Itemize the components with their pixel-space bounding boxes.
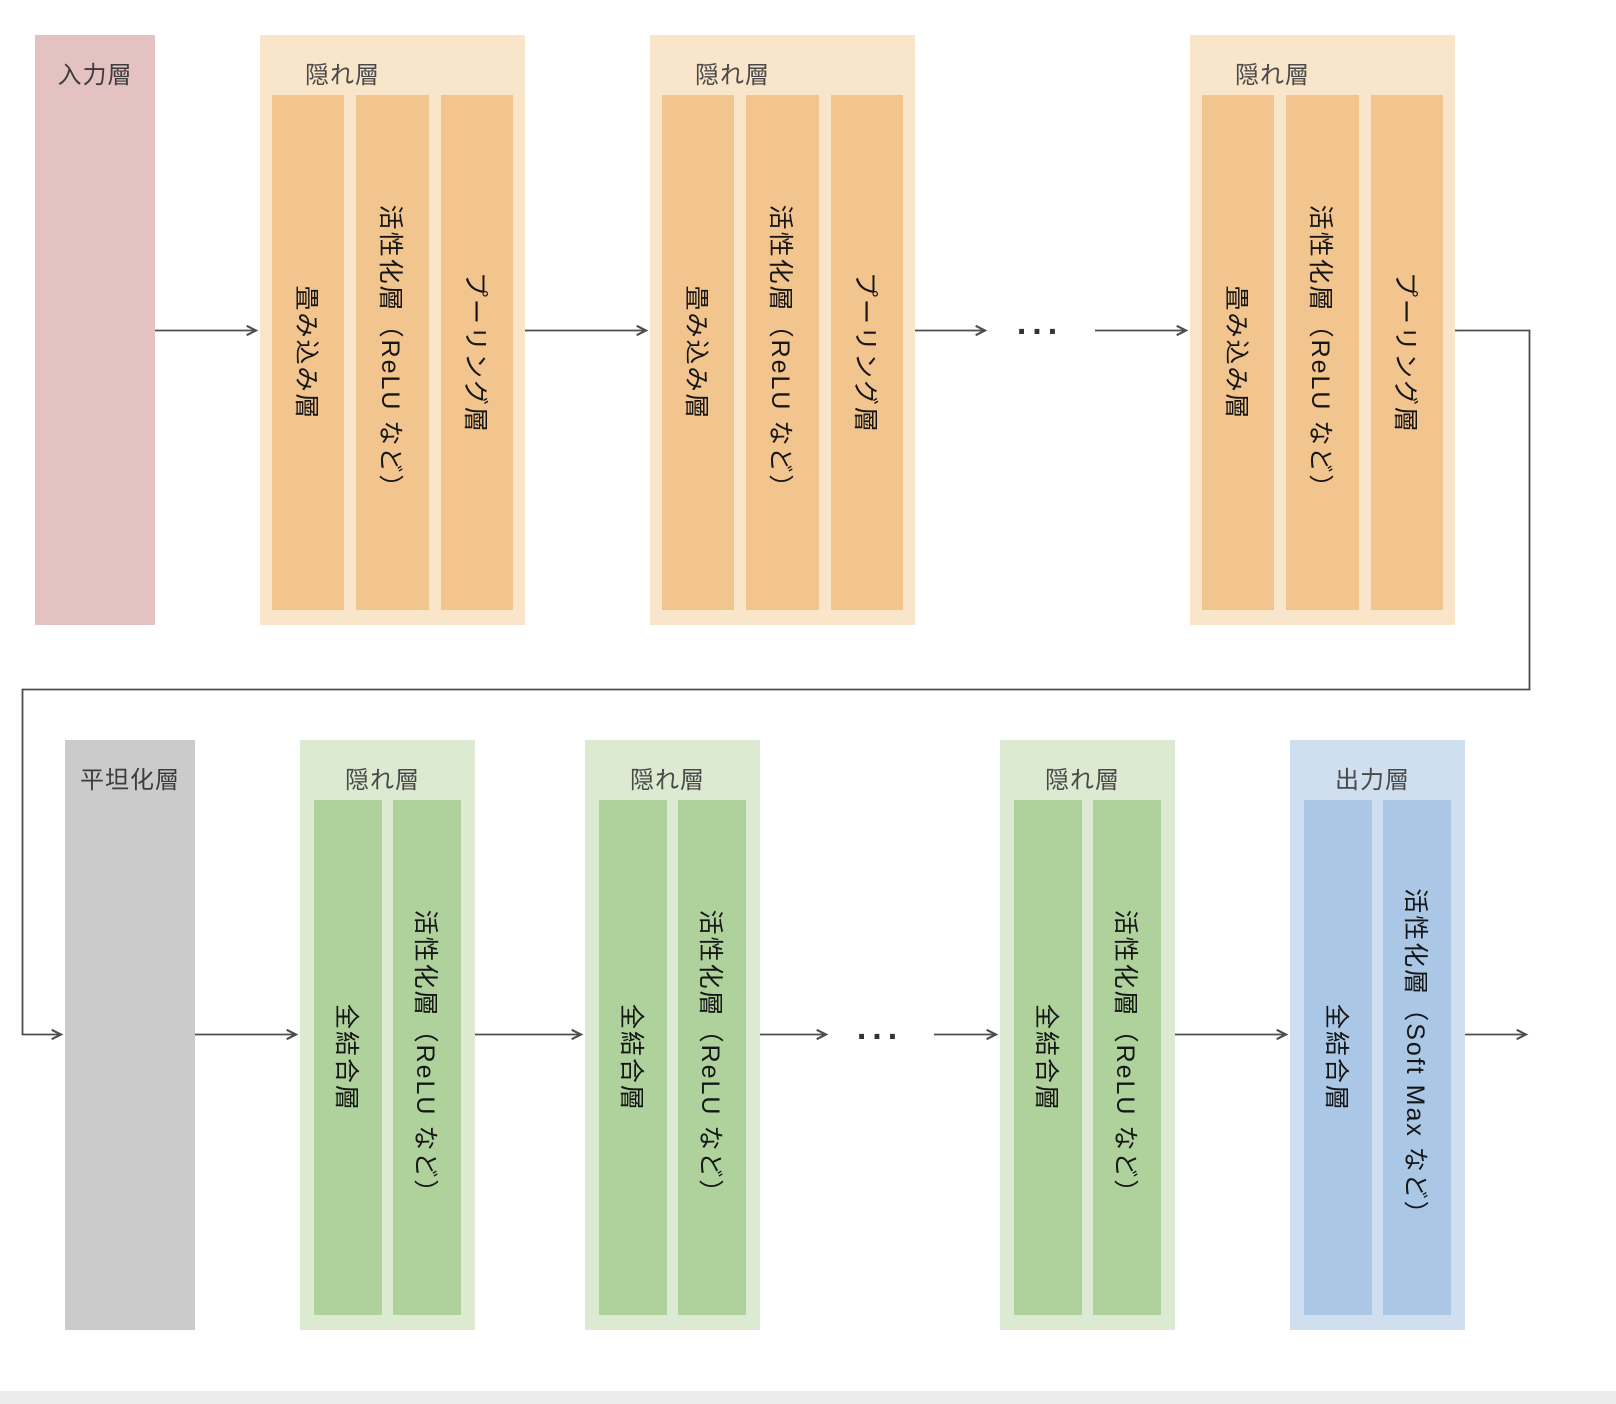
activation-layer-bar: 活性化層（ReLU など） bbox=[1286, 95, 1359, 610]
pooling-layer-bar: プーリング層 bbox=[1370, 95, 1443, 610]
fc-block-bars: 全結合層 活性化層（ReLU など） bbox=[314, 800, 461, 1315]
hidden-layer-label: 隠れ層 bbox=[695, 62, 770, 89]
hidden-layer-label: 隠れ層 bbox=[630, 767, 705, 794]
fc-block-bars: 全結合層 活性化層（ReLU など） bbox=[1014, 800, 1161, 1315]
activation-layer-bar: 活性化層（ReLU など） bbox=[393, 800, 461, 1315]
hidden-fc-block-3: 隠れ層 全結合層 活性化層（ReLU など） bbox=[1000, 740, 1175, 1330]
hidden-layer-label: 隠れ層 bbox=[305, 62, 380, 89]
activation-layer-bar: 活性化層（ReLU など） bbox=[1093, 800, 1161, 1315]
input-layer-bar: 入力層 bbox=[35, 35, 155, 625]
activation-layer-bar: 活性化層（ReLU など） bbox=[746, 95, 819, 610]
hidden-fc-block-1: 隠れ層 全結合層 活性化層（ReLU など） bbox=[300, 740, 475, 1330]
hidden-conv-block-3: 隠れ層 畳み込み層 活性化層（ReLU など） プーリング層 bbox=[1190, 35, 1455, 625]
conv-block-bars: 畳み込み層 活性化層（ReLU など） プーリング層 bbox=[662, 95, 903, 610]
output-layer-label: 出力層 bbox=[1335, 767, 1410, 794]
arrow-wrap-conv3-to-flatten bbox=[21, 329, 1531, 1035]
bottom-row-ellipsis: ... bbox=[856, 1009, 904, 1047]
fully-connected-layer-bar: 全結合層 bbox=[599, 800, 667, 1315]
hidden-layer-label: 隠れ層 bbox=[1045, 767, 1120, 794]
activation-layer-bar: 活性化層（ReLU など） bbox=[678, 800, 746, 1315]
activation-layer-bar: 活性化層（ReLU など） bbox=[356, 95, 429, 610]
conv-block-bars: 畳み込み層 活性化層（ReLU など） プーリング層 bbox=[272, 95, 513, 610]
hidden-fc-block-2: 隠れ層 全結合層 活性化層（ReLU など） bbox=[585, 740, 760, 1330]
flatten-layer-bar: 平坦化層 bbox=[65, 740, 195, 1330]
hidden-layer-label: 隠れ層 bbox=[345, 767, 420, 794]
fully-connected-layer-bar: 全結合層 bbox=[314, 800, 382, 1315]
fc-block-bars: 全結合層 活性化層（ReLU など） bbox=[599, 800, 746, 1315]
softmax-activation-layer-bar: 活性化層（Soft Max など） bbox=[1383, 800, 1451, 1315]
pooling-layer-bar: プーリング層 bbox=[830, 95, 903, 610]
conv-layer-bar: 畳み込み層 bbox=[662, 95, 735, 610]
input-layer-label: 入力層 bbox=[57, 62, 133, 89]
hidden-layer-label: 隠れ層 bbox=[1235, 62, 1310, 89]
conv-layer-bar: 畳み込み層 bbox=[272, 95, 345, 610]
hidden-conv-block-2: 隠れ層 畳み込み層 活性化層（ReLU など） プーリング層 bbox=[650, 35, 915, 625]
output-block-bars: 全結合層 活性化層（Soft Max など） bbox=[1304, 800, 1451, 1315]
top-row-ellipsis: ... bbox=[1016, 304, 1064, 342]
hidden-conv-block-1: 隠れ層 畳み込み層 活性化層（ReLU など） プーリング層 bbox=[260, 35, 525, 625]
flatten-layer-label: 平坦化層 bbox=[80, 767, 180, 794]
fully-connected-layer-bar: 全結合層 bbox=[1014, 800, 1082, 1315]
bottom-edge-strip bbox=[0, 1391, 1616, 1404]
conv-layer-bar: 畳み込み層 bbox=[1202, 95, 1275, 610]
conv-block-bars: 畳み込み層 活性化層（ReLU など） プーリング層 bbox=[1202, 95, 1443, 610]
fully-connected-layer-bar: 全結合層 bbox=[1304, 800, 1372, 1315]
output-layer-block: 出力層 全結合層 活性化層（Soft Max など） bbox=[1290, 740, 1465, 1330]
pooling-layer-bar: プーリング層 bbox=[440, 95, 513, 610]
